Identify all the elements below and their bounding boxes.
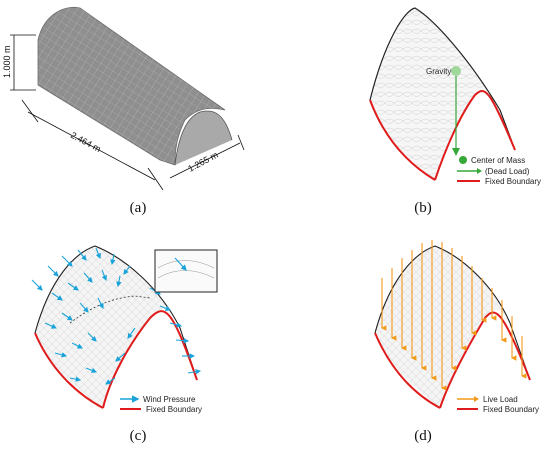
legend-fixed-boundary-b: Fixed Boundary <box>485 177 541 186</box>
legend-center-of-mass: Center of Mass <box>471 156 525 165</box>
gravity-label: Gravity <box>426 67 451 76</box>
fixed-boundary-c-left <box>34 332 104 409</box>
panel-a-vault-dimensions: 1.000 m 2.464 m 1.265 m <box>2 6 245 191</box>
gravity-point <box>451 66 461 76</box>
legend-fixed-boundary-c: Fixed Boundary <box>146 405 202 414</box>
legend-dead-load: (Dead Load) <box>485 167 530 176</box>
height-dimension <box>10 34 36 91</box>
panel-b-dead-load: Gravity Center of Mass (Dead Load) Fixed… <box>369 7 541 186</box>
legend-live-load: Live Load <box>483 395 518 404</box>
fixed-boundary-b-right <box>434 90 516 181</box>
shell-outline-b <box>369 7 516 151</box>
legend-wind-pressure: Wind Pressure <box>143 395 196 404</box>
length-dimension <box>21 99 164 191</box>
height-label: 1.000 m <box>2 45 12 78</box>
panel-d-live-load: Live Load Fixed Boundary <box>374 240 539 414</box>
wind-pressure-arrows <box>31 247 202 385</box>
legend-fixed-boundary-d: Fixed Boundary <box>483 405 539 414</box>
vault-end-arch <box>174 110 233 166</box>
caption-c: (c) <box>129 428 147 444</box>
fixed-boundary-b-left <box>369 99 436 181</box>
length-label: 2.464 m <box>69 130 102 154</box>
width-dimension <box>169 134 245 179</box>
live-load-arrows <box>380 240 527 391</box>
caption-a: (a) <box>129 200 147 216</box>
shell-outline-c <box>34 245 198 381</box>
dashed-section-c <box>69 295 151 324</box>
caption-b: (b) <box>414 200 432 216</box>
fixed-boundary-d-left <box>374 332 441 409</box>
center-of-mass-marker <box>459 156 467 164</box>
caption-d: (d) <box>414 428 432 444</box>
panel-c-wind-pressure: Wind Pressure Fixed Boundary <box>31 245 218 414</box>
detail-inset-c <box>154 249 218 293</box>
